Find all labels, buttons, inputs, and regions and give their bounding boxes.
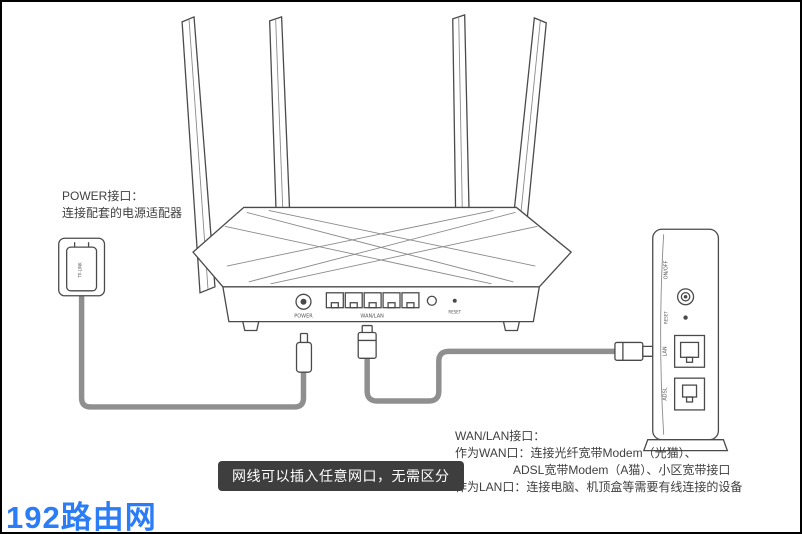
site-watermark: 192路由网 [6, 500, 157, 534]
modem-adsl-label: ADSL [663, 387, 669, 400]
router-body [192, 206, 573, 332]
modem-base [642, 439, 729, 452]
wall-socket: TP-LINK [58, 237, 106, 297]
power-note-line1: POWER接口： [62, 189, 144, 203]
router-top-pattern [224, 209, 538, 285]
ethernet-cable [364, 348, 620, 404]
router-lan-ports [325, 292, 420, 309]
power-port-note: POWER接口： 连接配套的电源适配器 [62, 188, 182, 222]
modem-lan-port [673, 334, 706, 368]
wanlan-note-line3: 作为LAN口：连接电脑、机顶盒等需要有线连接的设备 [455, 480, 743, 494]
router-reset-label: RESET [448, 310, 461, 315]
router-reset-pinhole [452, 298, 457, 303]
modem-adsl-port [673, 377, 706, 411]
rj45-connector-right [614, 341, 654, 361]
router-ports: POWER WAN/LAN RESET [294, 292, 462, 320]
dc-connector [295, 332, 313, 373]
modem-power-button [676, 288, 695, 306]
adapter-brand-label: TP-LINK [78, 262, 83, 278]
modem-lan-label: LAN [663, 346, 669, 356]
power-note-line2: 连接配套的电源适配器 [62, 206, 183, 220]
wanlan-note-title: WAN/LAN接口： [455, 429, 546, 443]
wanlan-note-line2: ADSL宽带Modem（A猫）、小区宽带接口 [513, 463, 731, 477]
router-power-jack [295, 293, 312, 310]
modem-reset-label: RESET [664, 311, 669, 324]
router-wps-button [426, 295, 437, 306]
modem-power-label: ON/OFF [664, 260, 670, 279]
modem-illustration: ON/OFF RESET LAN ADSL [642, 228, 729, 452]
modem-reset-pinhole [683, 315, 688, 320]
router-illustration: POWER WAN/LAN RESET [181, 14, 573, 332]
wanlan-port-note: WAN/LAN接口： 作为WAN口：连接光纤宽带Modem（光猫）、 ADSL宽… [455, 428, 742, 496]
power-cable [78, 287, 307, 410]
wanlan-note-line1: 作为WAN口：连接光纤宽带Modem（光猫）、 [455, 446, 697, 460]
router-lan-ports-label: WAN/LAN [360, 314, 384, 320]
network-port-callout: 网线可以插入任意网口，无需区分 [218, 461, 464, 491]
rj45-connector-left [357, 324, 377, 359]
router-power-label: POWER [294, 314, 313, 320]
